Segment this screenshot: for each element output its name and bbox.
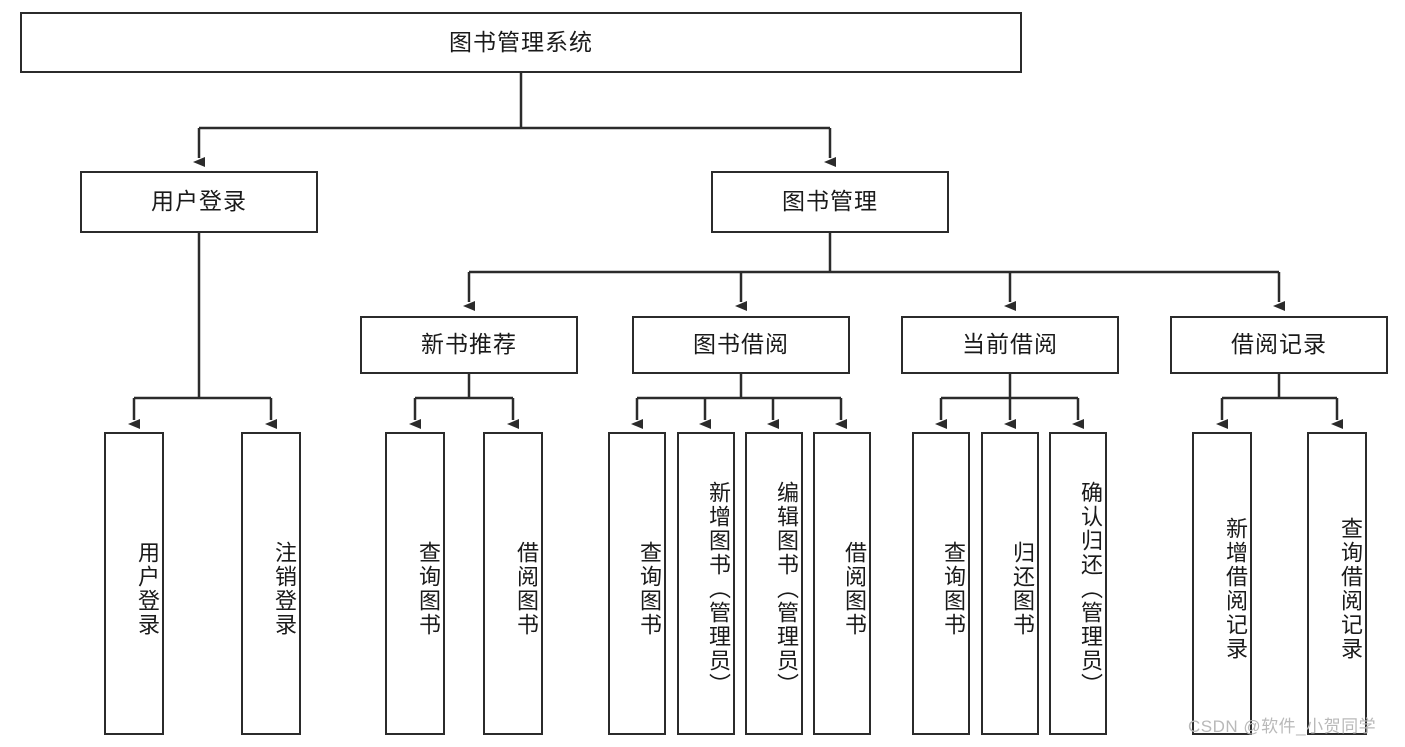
node-book-management[interactable]: 图书管理 (711, 171, 949, 233)
leaf-record-add-label: 新增借阅记录 (1223, 516, 1248, 661)
node-user-login[interactable]: 用户登录 (80, 171, 318, 233)
leaf-borrow-query-book[interactable]: 查询图书 (608, 432, 666, 735)
node-root[interactable]: 图书管理系统 (20, 12, 1022, 73)
leaf-current-query-book[interactable]: 查询图书 (912, 432, 970, 735)
leaf-current-query-book-label: 查询图书 (941, 540, 966, 637)
leaf-newbook-query-book[interactable]: 查询图书 (385, 432, 445, 735)
node-borrow-record-label: 借阅记录 (1231, 331, 1327, 358)
node-current-borrow-label: 当前借阅 (962, 331, 1058, 358)
leaf-user-login-label: 用户登录 (135, 540, 160, 637)
leaf-current-return-book[interactable]: 归还图书 (981, 432, 1039, 735)
leaf-newbook-query-book-label: 查询图书 (416, 540, 441, 637)
leaf-current-return-book-label: 归还图书 (1010, 540, 1035, 637)
node-new-book-recommend-label: 新书推荐 (421, 331, 517, 358)
leaf-borrow-edit-book[interactable]: 编辑图书（管理员） (745, 432, 803, 735)
leaf-record-add[interactable]: 新增借阅记录 (1192, 432, 1252, 735)
leaf-borrow-add-book[interactable]: 新增图书（管理员） (677, 432, 735, 735)
leaf-borrow-edit-book-label: 编辑图书（管理员） (774, 480, 799, 697)
node-borrow-record[interactable]: 借阅记录 (1170, 316, 1388, 374)
leaf-borrow-add-book-label: 新增图书（管理员） (706, 480, 731, 697)
leaf-record-query[interactable]: 查询借阅记录 (1307, 432, 1367, 735)
leaf-user-logout-label: 注销登录 (272, 540, 297, 637)
node-book-borrow[interactable]: 图书借阅 (632, 316, 850, 374)
node-user-login-label: 用户登录 (151, 188, 247, 215)
leaf-borrow-borrow-book-label: 借阅图书 (842, 540, 867, 637)
watermark: CSDN @软件_小贺同学 (1188, 717, 1377, 736)
leaf-current-confirm-return[interactable]: 确认归还（管理员） (1049, 432, 1107, 735)
node-new-book-recommend[interactable]: 新书推荐 (360, 316, 578, 374)
node-root-label: 图书管理系统 (449, 28, 593, 55)
leaf-newbook-borrow-book[interactable]: 借阅图书 (483, 432, 543, 735)
node-current-borrow[interactable]: 当前借阅 (901, 316, 1119, 374)
node-book-borrow-label: 图书借阅 (693, 331, 789, 358)
leaf-user-login[interactable]: 用户登录 (104, 432, 164, 735)
leaf-borrow-query-book-label: 查询图书 (637, 540, 662, 637)
leaf-record-query-label: 查询借阅记录 (1338, 516, 1363, 661)
leaf-borrow-borrow-book[interactable]: 借阅图书 (813, 432, 871, 735)
node-book-management-label: 图书管理 (782, 188, 878, 215)
leaf-user-logout[interactable]: 注销登录 (241, 432, 301, 735)
leaf-current-confirm-return-label: 确认归还（管理员） (1078, 480, 1103, 697)
leaf-newbook-borrow-book-label: 借阅图书 (514, 540, 539, 637)
